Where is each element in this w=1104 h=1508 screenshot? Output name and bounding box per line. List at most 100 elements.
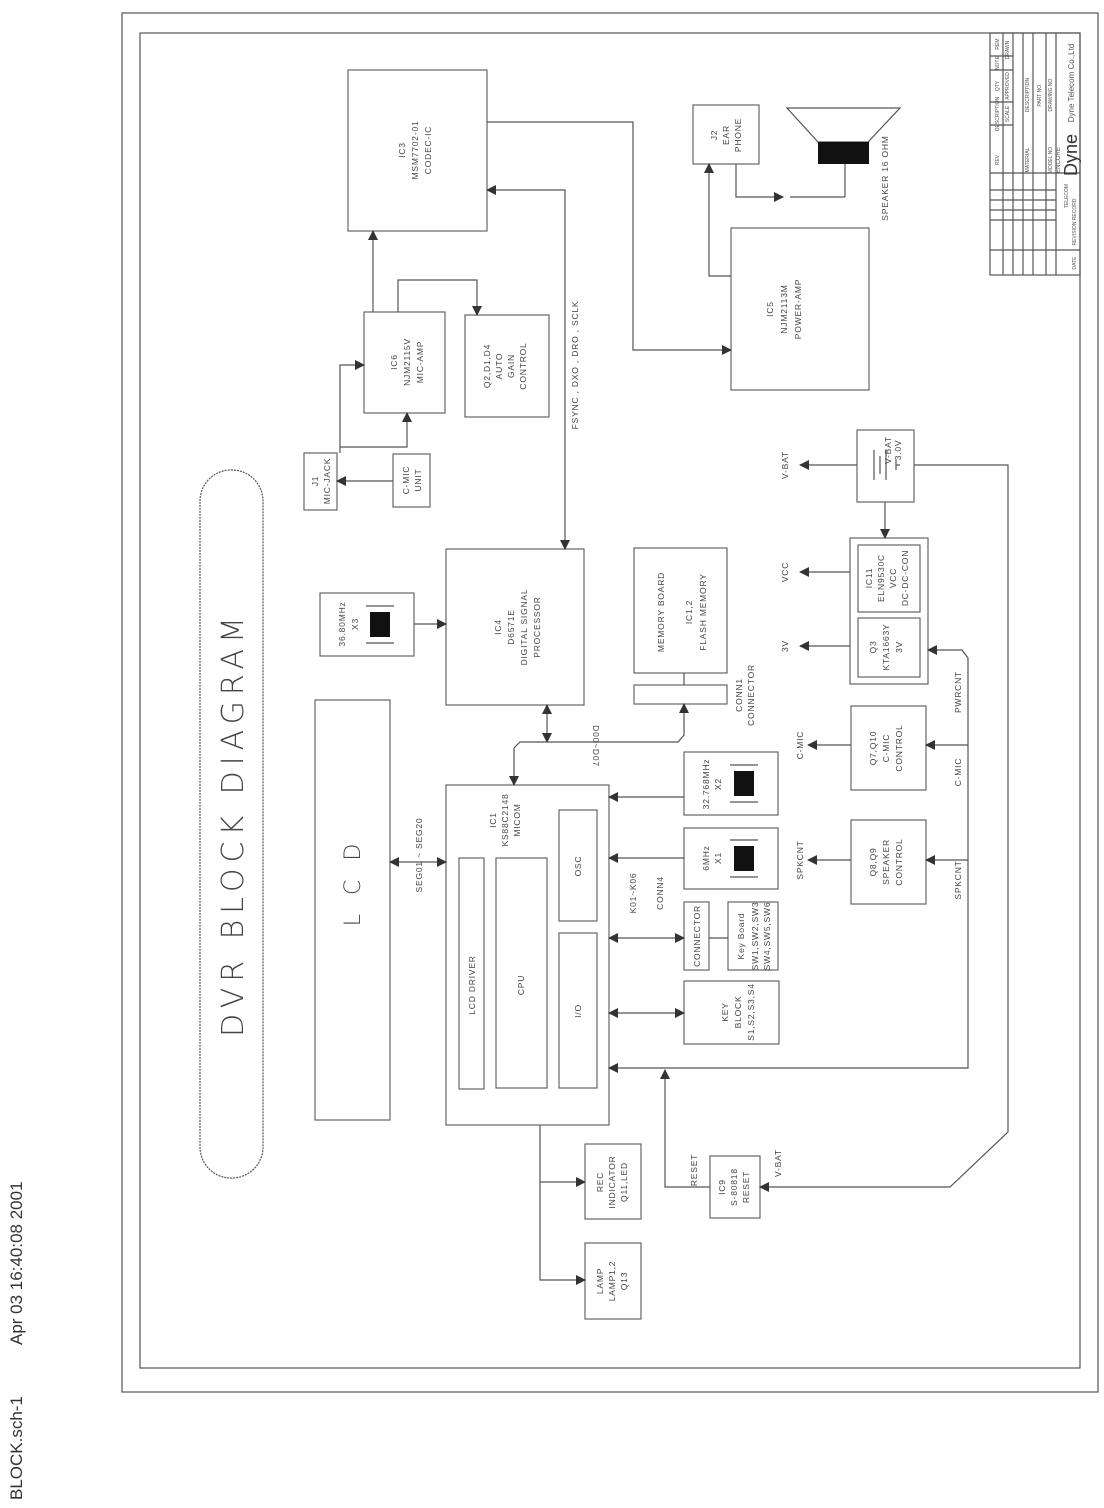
tb-part-no: PART NO. [1037, 83, 1043, 106]
lamp-block: LAMP LAMP1,2 Q13 [584, 1242, 642, 1320]
j1-mic-jack-block: J1 MIC-JACK [303, 452, 338, 511]
ic1-label: IC1 [488, 812, 498, 828]
connection-lines [336, 121, 1009, 1285]
title-frame [199, 469, 264, 1179]
rec-part: Q11,LED [619, 1162, 629, 1202]
conn1-label: CONN1 [734, 678, 744, 712]
footer-file: BLOCK.sch-1 [7, 1396, 26, 1500]
ic11-function: DC-DC-CON [900, 550, 910, 606]
osc-block [558, 809, 598, 922]
ic9-reset-block: IC9 S-80818 RESET [709, 1155, 761, 1219]
tb-company: Dyne Telecom Co.,Ltd [1067, 44, 1076, 123]
vbat-label: V-BAT [883, 436, 893, 464]
crystal-x3-block: 36.80MHz X3 [319, 592, 415, 657]
ic4-line: PROCESSOR [532, 596, 542, 658]
ic5-label: IC5 [765, 301, 775, 317]
tb-rem: REM [995, 38, 1001, 49]
j2-label: J2 [709, 130, 719, 141]
cmic-out-label: C-MIC [795, 731, 805, 760]
q7-line: C-MIC [881, 734, 891, 763]
ic5-power-amp-block: IC5 NJM2113M POWER-AMP [730, 227, 870, 391]
ic9-label: IC9 [717, 1179, 727, 1195]
conn4-label: CONN4 [655, 876, 665, 910]
lamp-label: LAMP [595, 1268, 605, 1294]
j2-earphone-block: J2 EAR PHONE [692, 104, 760, 165]
speaker-label: SPEAKER 16 OHM [880, 135, 890, 220]
inner-border [139, 32, 1081, 1369]
tb-description2: DESCRIPTION [1025, 78, 1031, 113]
company-logo: Dyne [1061, 134, 1081, 176]
j2-line: EAR [721, 125, 731, 145]
keyboard-switches: SW4,SW5,SW6 [762, 902, 772, 971]
ic5-part: NJM2113M [779, 284, 789, 333]
lcd-label: L C D [341, 838, 366, 927]
connector-label: CONNECTOR [692, 905, 702, 967]
crystal-x1-block: 6MHz X1 [683, 827, 779, 890]
rec-line: INDICATOR [607, 1155, 617, 1208]
lcd-driver-label: LCD DRIVER [467, 955, 477, 1014]
tb-rev: REV [995, 154, 1001, 165]
x2-frequency: 32.768MHz [701, 759, 711, 810]
x2-label: X2 [713, 778, 723, 790]
outer-border [121, 12, 1099, 1393]
x1-frequency: 6MHz [701, 845, 711, 870]
vcc-out-label: VCC [780, 562, 790, 582]
ic3-function: CODEC-IC [423, 126, 433, 174]
ic1-function: MICOM [512, 803, 522, 836]
tb-revision-record: REVISION RECORD [1072, 198, 1078, 245]
title-block: REV DESCRIPTION QTY NOTE REM SCALE APPRO… [989, 32, 1081, 276]
seg-label: SEG01 ~ SEG20 [414, 818, 424, 893]
ic3-label: IC3 [397, 142, 407, 158]
x3-frequency: 36.80MHz [337, 601, 347, 646]
memory-label: MEMORY BOARD [656, 572, 666, 652]
reset-label: RESET [689, 1154, 699, 1186]
key-block: KEY BLOCK S1,S2,S3,S4 [683, 980, 780, 1045]
keyblock-switches: S1,S2,S3,S4 [746, 983, 756, 1040]
tb-note: NOTE [995, 55, 1001, 70]
io-label: I/O [573, 1004, 583, 1018]
q3-label: Q3 [868, 641, 878, 654]
memory-board-block: MEMORY BOARD IC1,2 FLASH MEMORY [633, 547, 728, 674]
ic11-line: VCC [888, 568, 898, 588]
cpu-label: CPU [516, 975, 526, 995]
j2-line: PHONE [733, 118, 743, 152]
keyblock-label: BLOCK [733, 996, 743, 1029]
tb-date: DATE [1072, 256, 1078, 270]
conn1-label: CONNECTOR [746, 664, 756, 726]
rec-indicator-block: REC INDICATOR Q11,LED [584, 1143, 642, 1220]
speaker-icon [785, 107, 902, 164]
bus-label: FSYNC , DXO , DRO , SCLK [570, 301, 580, 430]
keyboard-switches: SW1,SW2,SW3 [750, 902, 760, 971]
cmic-unit-label: C-MIC [401, 466, 411, 495]
agc-label: Q2,D1,D4 [482, 344, 492, 388]
ic9-part: S-80818 [729, 1168, 739, 1206]
c-mic-unit-block: C-MIC UNIT [392, 453, 431, 508]
agc-line: GAIN [506, 354, 516, 378]
j1-function: MIC-JACK [322, 458, 332, 505]
tb-material: MATERIAL [1025, 147, 1031, 172]
agc-line: CONTROL [518, 342, 528, 389]
io-block [558, 932, 598, 1089]
tb-drawn: DRAWN [1005, 40, 1011, 59]
lamp-line: LAMP1,2 [607, 1261, 617, 1302]
q3-regulator-block: Q3 KTA1663Y 3V [857, 617, 921, 678]
auto-gain-control-block: Q2,D1,D4 AUTO GAIN CONTROL [464, 314, 550, 418]
speaker-control-block: Q8,Q9 SPEAKER CONTROL [850, 819, 927, 905]
ic11-label: IC11 [864, 568, 874, 589]
rec-label: REC [595, 1172, 605, 1192]
ic3-codec-block: IC3 MSM7702-01 CODEC-IC [347, 69, 488, 232]
crystal-x2-block: 32.768MHz X2 [683, 751, 779, 816]
ic11-dc-dc-block: IC11 ELN9530C VCC DC-DC-CON [857, 544, 921, 613]
page-title: DVR BLOCK DIAGRAM [216, 611, 251, 1037]
tb-scale: SCALE [1005, 105, 1011, 122]
q3-part: KTA1663Y [881, 624, 891, 671]
keyblock-label: KEY [720, 1002, 730, 1021]
ic6-function: MIC-AMP [415, 341, 425, 383]
lcd-block [314, 699, 391, 1121]
tb-approved: APPROVED [1005, 72, 1011, 100]
tb-qty: QTY [995, 80, 1001, 91]
q7-line: CONTROL [894, 724, 904, 771]
q7-label: Q7,Q10 [868, 731, 878, 766]
data-bus-label: D00~D07 [591, 725, 601, 767]
